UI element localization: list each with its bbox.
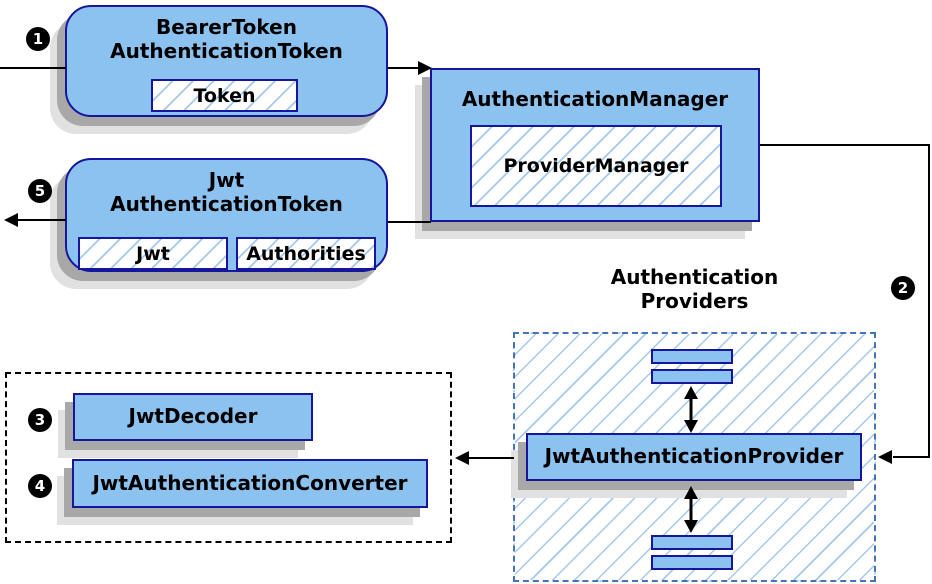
- provider-placeholder-bar: [651, 369, 733, 384]
- manager-to-provider-arrowhead-icon: [878, 450, 892, 464]
- jwt-decoder-node: JwtDecoder: [73, 393, 313, 441]
- token-field: Token: [151, 79, 298, 112]
- provider-placeholder-bar: [651, 535, 733, 550]
- jwt-authentication-provider-label: JwtAuthenticationProvider: [544, 444, 844, 469]
- provider-placeholder-bar: [651, 555, 733, 570]
- jwt-decoder-label: JwtDecoder: [128, 404, 258, 429]
- jwt-field: Jwt: [78, 237, 228, 270]
- jwt-authentication-converter-node: JwtAuthenticationConverter: [72, 459, 428, 508]
- bearer-token-title-line2: AuthenticationToken: [110, 38, 343, 63]
- jwt-authentication-converter-label: JwtAuthenticationConverter: [92, 470, 408, 495]
- step-badge-2: 2: [891, 276, 915, 300]
- provider-manager-field-label: ProviderManager: [503, 155, 689, 177]
- step-badge-4: 4: [28, 474, 52, 498]
- step-badge-3: 3: [28, 408, 52, 432]
- authentication-manager-node: AuthenticationManager ProviderManager: [430, 68, 760, 222]
- bearer-token-title: BearerToken AuthenticationToken: [67, 15, 386, 63]
- authorities-field-label: Authorities: [246, 242, 366, 265]
- step-badge-1: 1: [26, 27, 50, 51]
- jwt-token-title-line2: AuthenticationToken: [110, 191, 343, 216]
- bearer-token-title-line1: BearerToken: [156, 15, 297, 39]
- providers-group-title: Authentication Providers: [513, 265, 876, 313]
- step-badge-5: 5: [28, 179, 52, 203]
- jwt-field-label: Jwt: [136, 242, 170, 265]
- authentication-manager-title-text: AuthenticationManager: [461, 87, 729, 111]
- provider-placeholder-bar: [651, 349, 733, 364]
- providers-group-title-line2: Providers: [640, 288, 749, 313]
- authentication-manager-title: AuthenticationManager: [432, 87, 758, 112]
- providers-group-title-line1: Authentication: [610, 265, 779, 289]
- provider-to-converters-arrowhead-icon: [455, 451, 469, 465]
- provider-manager-field: ProviderManager: [470, 125, 722, 207]
- jwt-token-outgoing-arrowhead-icon: [4, 213, 18, 227]
- authorities-field: Authorities: [236, 237, 376, 270]
- bearer-token-authentication-token-node: BearerToken AuthenticationToken Token: [65, 5, 388, 117]
- jwt-token-title-line1: Jwt: [208, 168, 245, 192]
- jwt-authentication-provider-node: JwtAuthenticationProvider: [526, 433, 862, 481]
- jwt-token-title: Jwt AuthenticationToken: [67, 168, 386, 216]
- token-field-label: Token: [193, 84, 256, 107]
- jwt-authentication-token-node: Jwt AuthenticationToken Jwt Authorities: [65, 158, 388, 272]
